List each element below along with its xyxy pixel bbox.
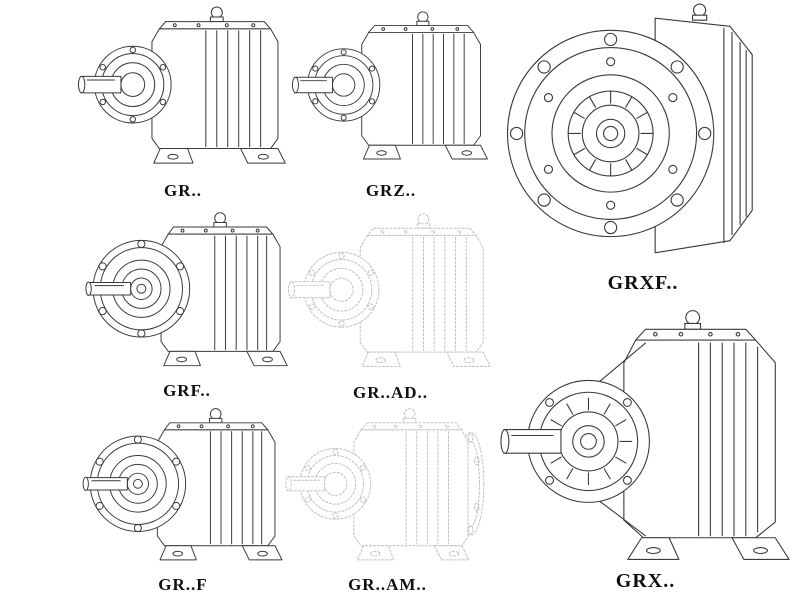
gr-reducer-drawing bbox=[78, 2, 288, 180]
gr-am-label: GR..AM.. bbox=[348, 575, 427, 594]
gearbox-model-grxf: GRXF.. bbox=[498, 0, 788, 298]
grx-reducer-drawing bbox=[498, 302, 793, 569]
gearbox-model-grz: GRZ.. bbox=[292, 2, 490, 204]
grz-label: GRZ.. bbox=[365, 181, 417, 200]
gr-am-reducer-drawing bbox=[285, 406, 490, 574]
gr-ad-label: GR..AD.. bbox=[352, 383, 429, 402]
gearbox-model-grx: GRX.. bbox=[498, 302, 793, 596]
grf-label: GRF.. bbox=[163, 381, 211, 400]
gearbox-model-grf: GRF.. bbox=[82, 210, 292, 404]
grxf-reducer-drawing bbox=[498, 0, 788, 271]
grxf-label: GRXF.. bbox=[607, 272, 679, 294]
gr-label: GR.. bbox=[164, 181, 202, 200]
grx-label: GRX.. bbox=[615, 570, 676, 592]
gr-f-label: GR..F bbox=[158, 575, 208, 594]
gearbox-model-gr: GR.. bbox=[78, 2, 288, 204]
gr-f-reducer-drawing bbox=[78, 406, 288, 574]
gearbox-model-gr-am: GR..AM.. bbox=[285, 406, 490, 598]
grf-reducer-drawing bbox=[82, 210, 292, 380]
gearbox-model-gr-f: GR..F bbox=[78, 406, 288, 598]
grz-reducer-drawing bbox=[292, 2, 490, 180]
gr-ad-reducer-drawing bbox=[288, 210, 493, 382]
gearbox-model-gr-ad: GR..AD.. bbox=[288, 210, 493, 406]
